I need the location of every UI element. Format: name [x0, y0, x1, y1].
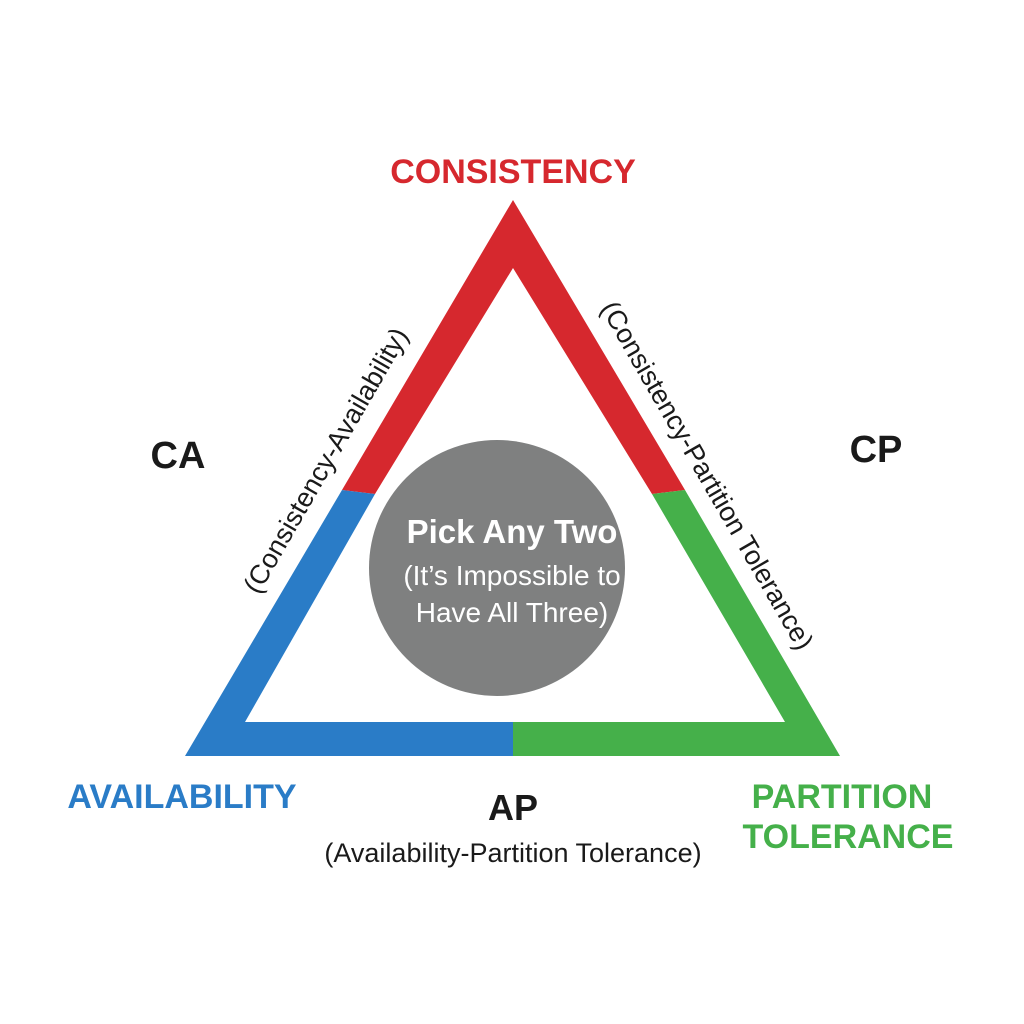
ap-description: (Availability-Partition Tolerance) [324, 838, 701, 868]
partition-edge-segment [513, 490, 840, 756]
center-line-3: Have All Three) [416, 597, 608, 628]
cp-description: (Consistency-Partition Tolerance) [595, 296, 820, 655]
center-title: Pick Any Two [407, 513, 618, 550]
cp-code: CP [850, 429, 903, 471]
partition-label-line-2: TOLERANCE [743, 818, 954, 856]
ca-code: CA [151, 435, 206, 477]
availability-label: AVAILABILITY [67, 778, 296, 816]
consistency-label: CONSISTENCY [390, 153, 636, 191]
center-circle [369, 440, 625, 696]
partition-label-line-1: PARTITION [752, 778, 933, 816]
availability-edge-segment [185, 490, 513, 756]
ap-code: AP [488, 787, 538, 828]
consistency-edge-segment [342, 200, 685, 494]
center-line-2: (It’s Impossible to [403, 560, 620, 591]
